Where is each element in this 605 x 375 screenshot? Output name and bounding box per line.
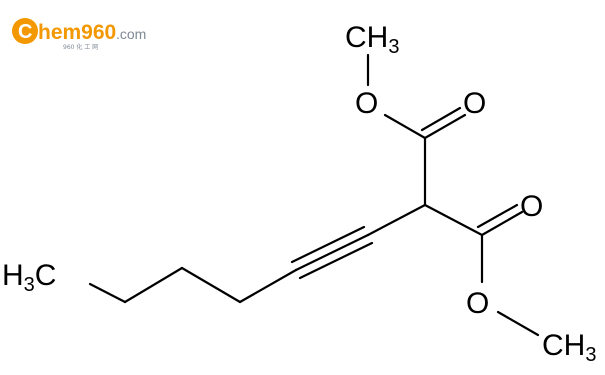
bond-o-methyl-bottom — [496, 310, 540, 337]
atom-o-carbonyl-bottom: O — [520, 190, 543, 223]
bond-c-o-top-2 — [420, 106, 462, 132]
atom-o-ester-top: O — [355, 87, 378, 120]
bond-o-ctop — [383, 113, 427, 140]
atom-o-ester-bottom: O — [466, 287, 489, 320]
bond-c-o-top-1 — [423, 113, 467, 140]
logo-c-circle — [12, 18, 38, 44]
chem960-logo: C hem960 .com 960 化 工 网 — [12, 18, 146, 51]
bond-c-o-bottom-2 — [476, 203, 519, 229]
atom-o-carbonyl-top: O — [463, 87, 486, 120]
atom-methyl-bottom: CH3 — [542, 329, 596, 366]
atom-labels: CH3 O O O O CH3 H3C — [2, 21, 596, 366]
bond-chain-4 — [88, 282, 127, 304]
bond-triple-1 — [294, 233, 370, 272]
bond-chain-1 — [238, 268, 298, 304]
logo-brand-text: hem960 — [38, 21, 116, 44]
bond-ch-alkyne — [366, 203, 427, 237]
atom-methyl-left: H3C — [2, 259, 56, 296]
bond-chain-3 — [123, 266, 184, 304]
bond-c-o-bottom-1 — [480, 210, 524, 237]
bond-chain-2 — [180, 266, 242, 304]
bond-triple-3 — [298, 241, 374, 280]
atom-methyl-top: CH3 — [345, 21, 399, 58]
bond-ch-cbottom — [423, 203, 484, 237]
logo-tagline: 960 化 工 网 — [63, 43, 98, 51]
bond-triple-2 — [290, 225, 366, 264]
logo-tld-text: .com — [116, 26, 146, 42]
logo-c-letter: C — [18, 21, 32, 43]
bonds — [88, 53, 540, 337]
